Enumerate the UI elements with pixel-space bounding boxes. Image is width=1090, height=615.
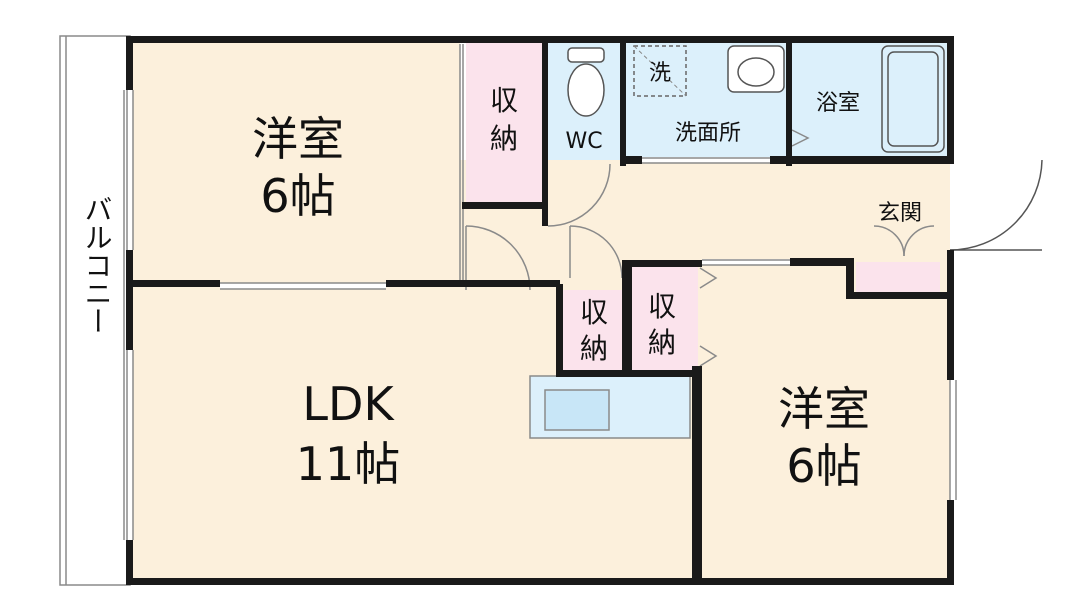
washer-label: 洗 <box>649 61 671 86</box>
kitchen-sink <box>544 389 610 431</box>
western-room-1-floor <box>130 40 460 283</box>
storage-3-floor <box>632 265 698 370</box>
storage-2-floor <box>562 290 626 370</box>
western-room-2-name: 洋室 <box>778 382 870 436</box>
walls <box>126 36 954 585</box>
bathtub-icon <box>881 45 945 153</box>
western-room-2-size: 6帖 <box>786 439 861 493</box>
balcony: バルコニー <box>59 35 131 586</box>
floors <box>130 40 950 583</box>
storage-3-label-top: 収 <box>648 290 676 323</box>
toilet-icon <box>567 47 605 117</box>
storage-2-label-bottom: 納 <box>580 332 608 365</box>
ldk-size: 11帖 <box>296 437 401 491</box>
washroom-label: 洗面所 <box>675 121 741 146</box>
storage-1-label-bottom: 納 <box>490 122 518 155</box>
western-room-1-name: 洋室 <box>252 112 344 166</box>
western-room-1-size: 6帖 <box>260 169 335 223</box>
storage-2-label-top: 収 <box>580 296 608 329</box>
entrance-label: 玄関 <box>878 201 922 226</box>
storage-3-label-bottom: 納 <box>648 326 676 359</box>
bathroom-label: 浴室 <box>816 91 860 116</box>
ldk-name: LDK <box>302 377 395 431</box>
washer-space-icon <box>633 45 687 97</box>
toilet-label: WC <box>565 129 602 154</box>
balcony-label: バルコニー <box>81 195 114 335</box>
fixtures <box>567 45 945 153</box>
labels: 洋室 6帖 LDK 11帖 洋室 6帖 WC 洗面所 洗 浴室 玄関 収 納 収… <box>252 61 922 493</box>
storage-1-floor <box>466 40 546 206</box>
western-room-2-floor <box>698 265 950 583</box>
doors-and-windows <box>126 44 1043 540</box>
entrance-step <box>856 262 940 292</box>
storage-1-label-top: 収 <box>490 84 518 117</box>
washbasin-icon <box>727 45 785 93</box>
